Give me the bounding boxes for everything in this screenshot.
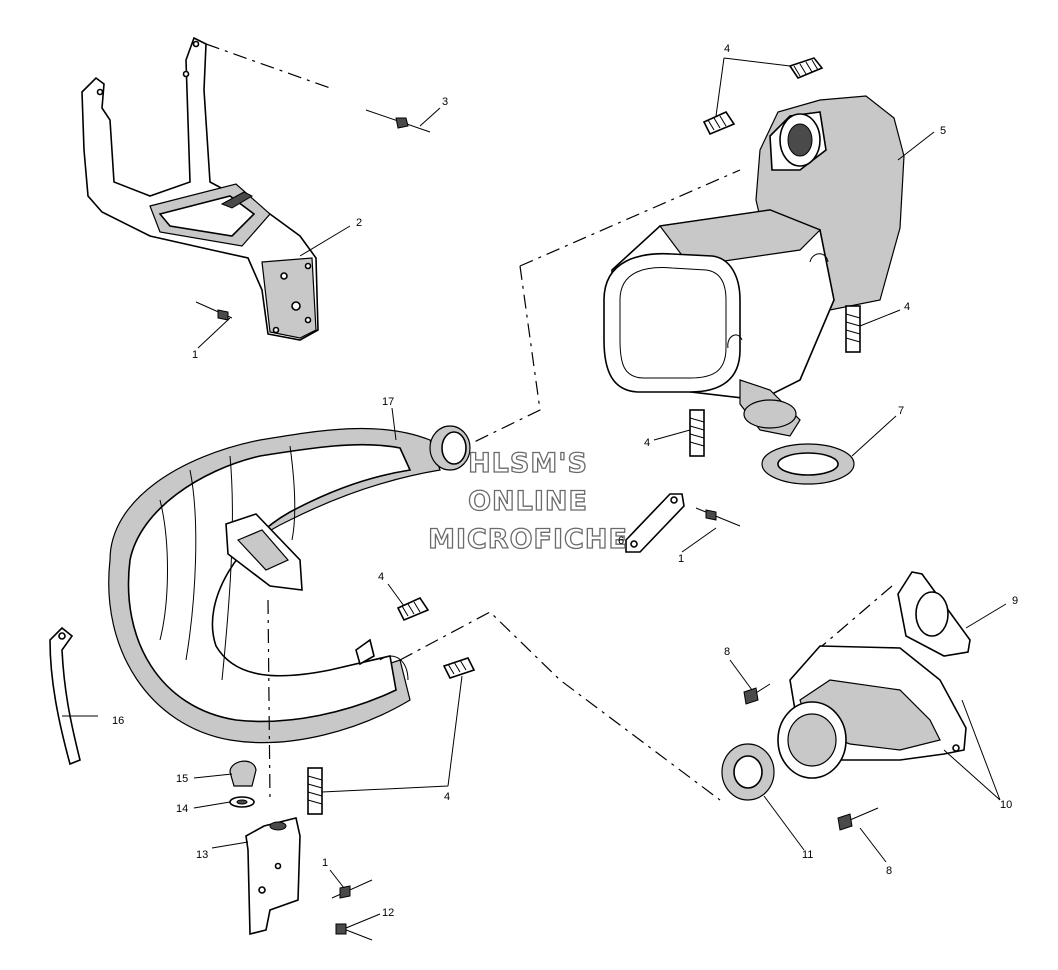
callout-2: 2	[356, 217, 362, 229]
seal-ring-11	[721, 743, 775, 801]
callout-9: 9	[1012, 595, 1018, 607]
spring-4-lower-c	[307, 767, 323, 815]
callout-11: 11	[802, 849, 813, 861]
screw-3	[365, 109, 431, 133]
callout-17: 17	[382, 396, 394, 408]
screw-1-left	[195, 301, 233, 321]
screw-1-bottom	[331, 879, 373, 899]
callout-4: 4	[904, 301, 910, 313]
callout-8: 8	[724, 646, 730, 658]
callout-1: 1	[322, 857, 328, 869]
spring-4-lower-b	[442, 657, 476, 679]
spring-4-mid	[689, 409, 705, 457]
spring-4-lower-a	[396, 596, 430, 622]
callout-13: 13	[196, 849, 208, 861]
callout-4: 4	[444, 791, 450, 803]
callout-7: 7	[898, 405, 904, 417]
callout-labels: 1 2 3 4 5 4 17 4 7 6 1 4 9 8 16 15 4 14 …	[112, 43, 1018, 919]
rubber-bumper-15	[229, 760, 257, 787]
spring-4-right	[845, 305, 861, 353]
callout-4: 4	[378, 571, 384, 583]
callout-4: 4	[724, 43, 730, 55]
bolt-8-bottom	[837, 807, 879, 831]
leader-lines	[62, 57, 1007, 929]
spring-4-top-b	[702, 110, 736, 136]
expansion-chamber-pipe	[108, 425, 471, 744]
callout-15: 15	[176, 773, 188, 785]
callout-4: 4	[644, 437, 650, 449]
screw-12	[335, 923, 373, 941]
callout-5: 5	[940, 125, 946, 137]
strap-16	[49, 626, 81, 766]
callout-12: 12	[382, 907, 394, 919]
gasket-9	[897, 571, 971, 657]
callout-8: 8	[886, 865, 892, 877]
gasket-ring-7	[761, 443, 855, 485]
bolt-8-top	[743, 683, 771, 705]
spring-4-top-a	[788, 57, 824, 79]
link-plate-6	[625, 493, 685, 553]
callout-1: 1	[678, 553, 684, 565]
watermark-line-3: MICROFICHE	[428, 524, 628, 555]
watermark-line-2: ONLINE	[468, 486, 588, 517]
callout-16: 16	[112, 715, 124, 727]
screw-1-mid	[695, 507, 741, 527]
watermark-line-1: HLSM'S	[468, 448, 588, 479]
callout-3: 3	[442, 96, 448, 108]
exhaust-manifold-10	[777, 645, 967, 779]
callout-6: 6	[618, 535, 624, 547]
watermark: HLSM'S ONLINE MICROFICHE	[427, 447, 628, 555]
callout-10: 10	[1000, 799, 1012, 811]
callout-1: 1	[192, 349, 198, 361]
washer-14	[229, 796, 255, 808]
lower-bracket-13	[245, 817, 301, 936]
muffler-silencer	[603, 95, 905, 437]
mounting-bracket	[81, 36, 319, 341]
callout-14: 14	[176, 803, 188, 815]
